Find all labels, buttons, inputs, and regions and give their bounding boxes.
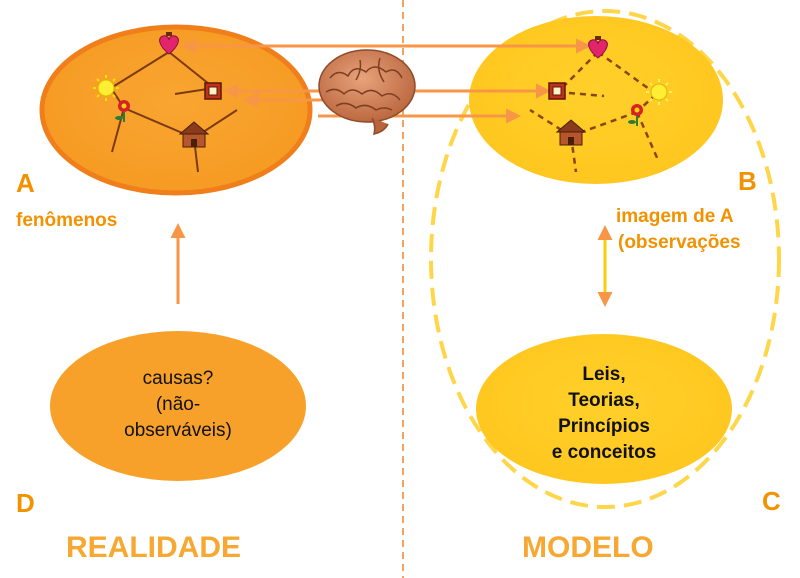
ellipse-d [50, 331, 306, 481]
flower-icon [115, 100, 130, 122]
causas-line: observáveis) [124, 420, 232, 441]
leis-line: Leis, [582, 364, 626, 385]
heart-icon [588, 36, 608, 59]
leis-text: Leis, Teorias, Princípios e conceitos [524, 362, 684, 466]
heart-icon [159, 32, 179, 55]
correspondence-arrows [181, 38, 591, 124]
door-icon [548, 82, 566, 100]
flower-icon [628, 104, 643, 126]
label-c: C [762, 486, 781, 516]
label-imagem-line1: imagem de A [616, 206, 734, 227]
ellipse-c [476, 334, 732, 484]
causas-text: causas? (não- observáveis) [100, 366, 256, 444]
brain-icon [318, 49, 416, 135]
model-dashed-ellipse [429, 9, 781, 509]
ellipse-b [469, 16, 723, 184]
label-b: B [738, 166, 757, 196]
section-realidade: REALIDADE [66, 531, 242, 564]
house-icon [178, 121, 210, 148]
leis-line: Teorias, [568, 390, 640, 411]
causas-line: (não- [155, 394, 201, 415]
causas-line: causas? [142, 368, 214, 389]
leis-line: Princípios [558, 416, 650, 437]
label-a: A [16, 168, 35, 198]
section-modelo: MODELO [522, 531, 654, 564]
sun-icon [93, 75, 119, 101]
sun-icon [646, 79, 672, 105]
ellipse-a [39, 24, 313, 196]
door-icon [204, 82, 222, 100]
label-d: D [16, 488, 35, 518]
label-fenomenos: fenômenos [16, 210, 118, 231]
label-imagem-line2: (observações [618, 232, 741, 253]
house-icon [555, 119, 587, 146]
leis-line: e conceitos [551, 442, 657, 463]
